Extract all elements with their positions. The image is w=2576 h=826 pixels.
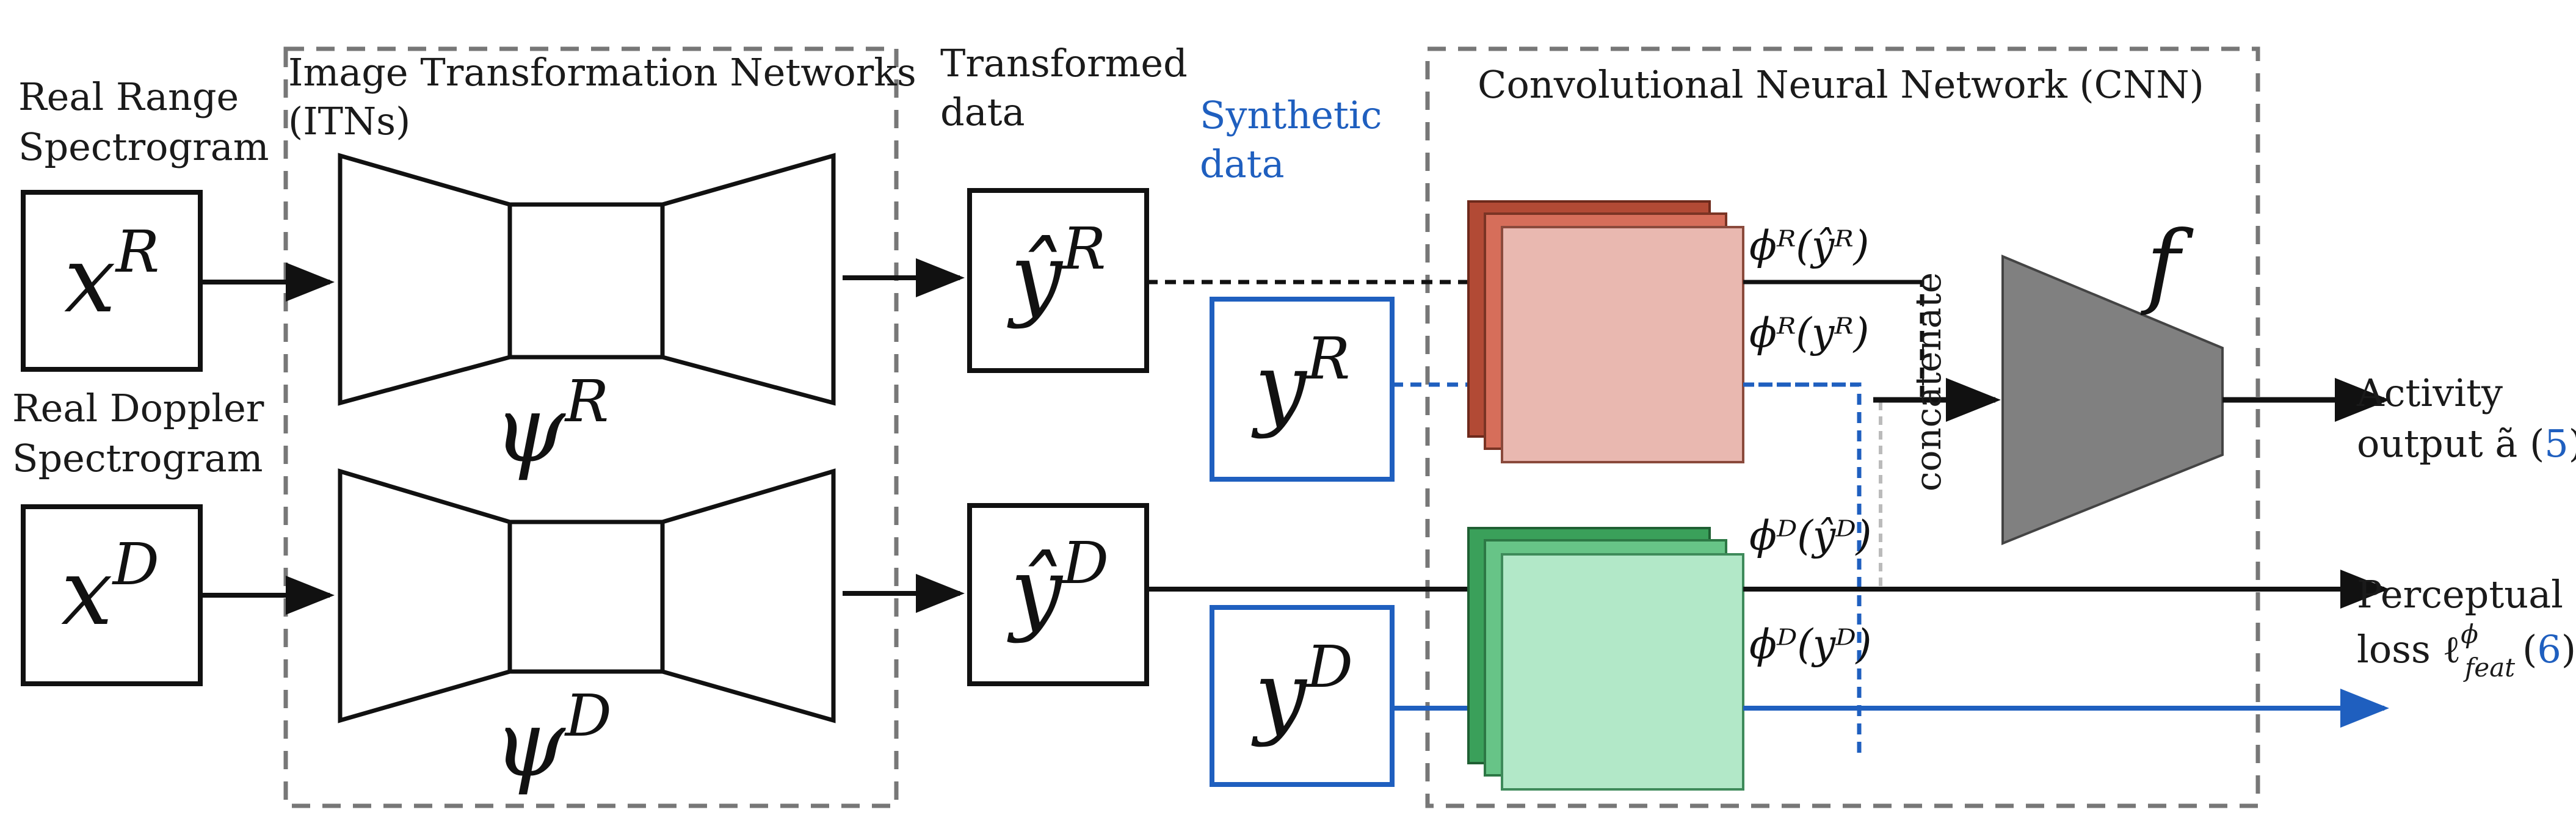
itn-group-box xyxy=(283,46,899,808)
yhat-R-symbol: ŷR xyxy=(1007,216,1106,330)
itn-doppler-network xyxy=(338,468,836,723)
activity-output-label: Activity output ã (5) xyxy=(2356,371,2576,466)
real-doppler-label: Real Doppler Spectrogram xyxy=(12,386,276,480)
x-D-symbol: xD xyxy=(61,531,159,646)
yhat-D-symbol: ŷD xyxy=(1007,530,1109,645)
yhat-R-box xyxy=(967,188,1149,373)
transformed-data-label: Transformed data xyxy=(940,41,1200,134)
y-R-symbol: yR xyxy=(1251,325,1350,440)
yhat-D-box xyxy=(967,503,1149,686)
cnn-title: Convolutional Neural Network (CNN) xyxy=(1478,62,2204,107)
psi-D-symbol: ψD xyxy=(493,683,612,797)
itn-title: Image Transformation Networks (ITNs) xyxy=(288,50,928,143)
y-D-box xyxy=(1210,605,1395,787)
input-box-range xyxy=(21,190,203,372)
phi-R-yhat-label: ϕᴿ(ŷᴿ) xyxy=(1749,222,1869,269)
itn-range-network xyxy=(338,153,836,406)
phi-D-y-label: ϕᴰ(yᴰ) xyxy=(1749,621,1871,668)
f-classifier xyxy=(2001,255,2224,545)
x-R-symbol: xR xyxy=(64,219,159,333)
y-R-box xyxy=(1210,297,1395,482)
phi-D-yhat-label: ϕᴰ(ŷᴰ) xyxy=(1749,512,1871,559)
synthetic-data-label: Synthetic data xyxy=(1200,93,1394,186)
doppler-feature-maps xyxy=(1467,527,1744,791)
line-yhatR-to-concat xyxy=(1147,280,1925,400)
psi-R-symbol: ψR xyxy=(493,368,609,483)
input-box-doppler xyxy=(21,504,203,686)
cnn-group-box xyxy=(1425,46,2260,808)
y-D-symbol: yD xyxy=(1251,634,1353,748)
phi-R-y-label: ϕᴿ(yᴿ) xyxy=(1749,310,1869,357)
concatenate-label: concatenate xyxy=(1907,272,1949,491)
real-range-label: Real Range Spectrogram xyxy=(18,74,269,169)
f-symbol: f xyxy=(2140,212,2194,318)
range-feature-maps xyxy=(1467,200,1744,463)
